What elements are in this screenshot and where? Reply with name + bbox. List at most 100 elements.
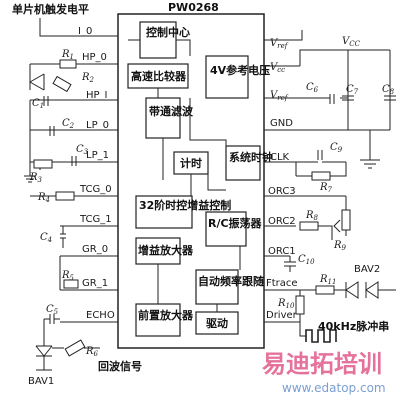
label-c3: C3	[76, 144, 89, 156]
pin-orc3: ORC3	[268, 186, 296, 197]
internal-wires	[128, 39, 241, 312]
label-c7: C7	[346, 84, 359, 96]
svg-text:带通滤波: 带通滤波	[149, 104, 194, 118]
block-driver: 驱动	[195, 311, 239, 335]
resistor-r8	[299, 221, 319, 231]
block-auto-freq-track: 自动频率跟随	[195, 269, 264, 305]
pin-vcc: Vcc	[270, 62, 285, 74]
label-c8: C8	[382, 84, 395, 96]
pin-vref-mid: Vref	[270, 90, 289, 102]
chip-name: PW0268	[168, 1, 219, 14]
label-bav1: BAV1	[28, 376, 54, 387]
opamp-symbol-hp	[29, 64, 45, 91]
svg-text:增益放大器: 增益放大器	[138, 243, 194, 257]
label-pulse-train: 40kHz脉冲串	[318, 319, 389, 333]
pin-clk: CLK	[270, 152, 290, 163]
pin-gnd: GND	[270, 118, 293, 129]
pin-lp1: LP_1	[86, 150, 109, 161]
pin-hp0: HP_0	[82, 52, 107, 63]
pin-driver: Driver	[266, 310, 298, 321]
pin-lp0: LP_0	[86, 120, 109, 131]
label-r5: R5	[61, 270, 75, 282]
resistor-r11	[315, 285, 335, 295]
label-r1: R1	[61, 49, 74, 61]
label-r3: R3	[29, 172, 43, 184]
capacitor-c10	[284, 256, 296, 272]
block-4v-ref: 4V参考电压	[205, 55, 270, 99]
resistor-r9	[341, 209, 351, 231]
block-rc-oscillator: R/C振荡器	[205, 211, 263, 247]
label-r2: R2	[81, 72, 95, 84]
capacitor-c9	[295, 150, 347, 177]
label-c9: C9	[330, 142, 343, 154]
power-rails	[264, 49, 391, 169]
capacitor-c2	[49, 126, 55, 136]
svg-text:4V参考电压: 4V参考电压	[210, 63, 270, 77]
capacitor-c8	[384, 95, 396, 101]
pin-vref-top: Vref	[270, 38, 289, 50]
resistor-r10	[295, 295, 305, 315]
driver-output-wire	[299, 322, 306, 337]
pin-gr0: GR_0	[82, 244, 108, 255]
block-timer: 计时	[173, 151, 209, 175]
label-c6: C6	[306, 82, 319, 94]
pin-hpi: HP_I	[86, 90, 108, 101]
diode-bav1	[35, 319, 53, 371]
pin-orc1: ORC1	[268, 246, 296, 257]
label-r8: R8	[305, 210, 319, 222]
pin-ftrace: Ftrace	[266, 278, 298, 289]
capacitor-c7	[342, 95, 354, 101]
label-c4: C4	[40, 232, 52, 244]
svg-text:驱动: 驱动	[206, 316, 228, 330]
pin-gr1: GR_1	[82, 278, 108, 289]
capacitor-c4	[60, 226, 66, 248]
label-c5: C5	[46, 304, 59, 316]
label-c10: C10	[298, 254, 315, 266]
resistor-r1	[59, 59, 77, 69]
label-r10: R10	[277, 298, 295, 310]
svg-text:控制中心: 控制中心	[146, 25, 190, 39]
label-echo-signal: 回波信号	[98, 359, 142, 373]
svg-text:32阶时控增益控制: 32阶时控增益控制	[139, 198, 231, 212]
pulse-train-waveform	[305, 329, 337, 343]
pin-tcg0: TCG_0	[79, 184, 112, 195]
capacitor-c6	[329, 94, 335, 104]
label-c1: C1	[32, 98, 44, 110]
label-r9: R9	[333, 240, 347, 252]
block-bandpass: 带通滤波	[145, 97, 194, 139]
trigger-wire	[39, 18, 118, 37]
label-bav2: BAV2	[354, 264, 380, 275]
label-r4: R4	[37, 192, 50, 204]
watermark-url: www.edatop.com	[282, 381, 386, 395]
block-gain-amp: 增益放大器	[135, 237, 194, 265]
label-r7: R7	[319, 182, 333, 194]
resistor-r5	[63, 279, 79, 289]
svg-text:前置放大器: 前置放大器	[138, 308, 194, 322]
pin-i0: I_0	[78, 26, 92, 37]
capacitor-c1	[43, 96, 49, 106]
resistor-r6	[64, 339, 86, 357]
block-comparator: 高速比较器	[127, 63, 189, 89]
block-tcg-control: 32阶时控增益控制	[135, 195, 231, 229]
pin-tcg1: TCG_1	[79, 214, 112, 225]
svg-text:系统时钟: 系统时钟	[229, 150, 273, 164]
pin-echo: ECHO	[86, 310, 115, 321]
label-vcc-rail: VCC	[342, 36, 361, 48]
svg-text:高速比较器: 高速比较器	[131, 69, 187, 83]
resistor-r3	[33, 159, 53, 169]
capacitor-c3	[71, 156, 77, 166]
block-system-clock: 系统时钟	[225, 145, 273, 181]
label-c2: C2	[62, 118, 75, 130]
svg-text:自动频率跟随: 自动频率跟随	[198, 274, 264, 288]
block-control-center: 控制中心	[139, 21, 190, 59]
pin-orc2: ORC2	[268, 216, 296, 227]
svg-text:R/C振荡器: R/C振荡器	[208, 216, 263, 230]
svg-text:计时: 计时	[180, 156, 202, 170]
label-r6: R6	[85, 346, 99, 358]
block-preamp: 前置放大器	[135, 303, 194, 337]
watermark-brand: 易迪拓培训	[262, 350, 382, 378]
resistor-r7	[311, 171, 331, 181]
r9-wiper	[318, 196, 347, 240]
resistor-r4	[55, 191, 75, 201]
